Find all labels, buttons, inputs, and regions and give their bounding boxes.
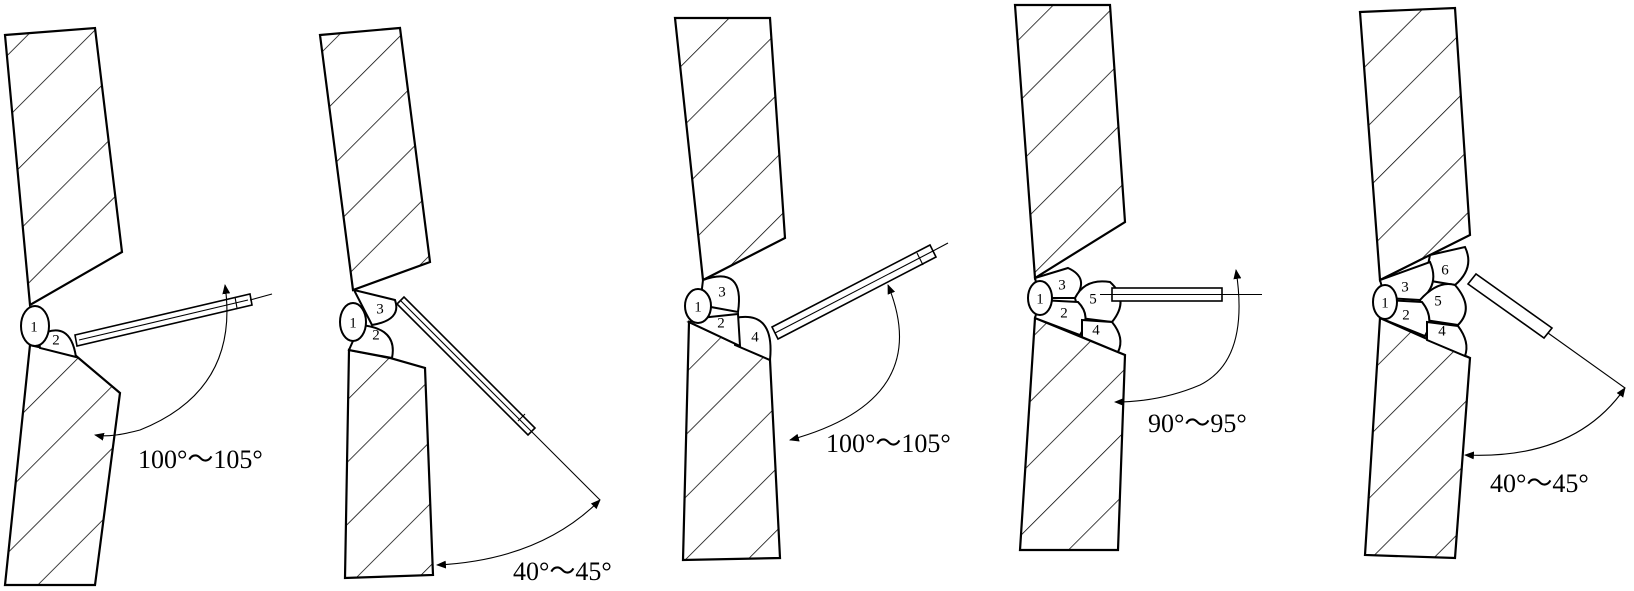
panel-5: 1 2 3 4 5 6 40°～45° [1358,6,1626,560]
electrode-axis [932,242,949,252]
electrode [395,295,601,501]
electrode [1466,272,1626,389]
pass-4-label: 4 [1092,322,1100,338]
pass-4-label: 4 [1438,323,1446,339]
pass-5-label: 5 [1434,293,1442,309]
pass-3-label: 3 [718,284,726,300]
pass-1-label: 1 [694,299,702,315]
panel-2: 1 2 3 40°～45° [318,26,612,586]
lower-plate [1018,316,1127,552]
lower-plate [3,343,122,587]
upper-plate [318,26,432,292]
weld-passes: 1 2 3 4 5 6 [1372,245,1470,358]
angle-arc [436,499,601,569]
pass-2-label: 2 [1060,305,1068,321]
upper-plate [1358,6,1472,282]
electrode-axis [1547,332,1626,389]
electrode [74,293,273,347]
pass-1-bead [1027,280,1053,316]
pass-3-label: 3 [1058,277,1066,293]
angle-label: 100°～105° [826,429,951,458]
pass-3-label: 3 [376,301,384,317]
weld-passes: 1 2 [20,305,78,359]
pass-3-bead [352,288,398,327]
pass-4-label: 4 [751,329,759,345]
angle-arc [1464,387,1626,460]
pass-1-label: 1 [1036,291,1044,307]
pass-2-label: 2 [717,315,725,331]
panel-4: 1 2 3 4 5 90°～95° [1013,3,1262,552]
electrode-rod [1466,272,1554,340]
weld-passes: 1 2 3 [339,288,398,360]
pass-3-label: 3 [1401,279,1409,295]
pass-1-label: 1 [349,315,357,331]
pass-4-bead [1426,320,1468,358]
panel-1: 1 2 100°～105° [3,26,273,587]
pass-1-label: 1 [30,319,38,335]
pass-5-bead [1418,283,1467,327]
angle-label: 40°～45° [1490,469,1589,498]
upper-plate [3,26,124,307]
pass-5-label: 5 [1089,291,1097,307]
pass-1-bead [20,305,50,347]
pass-1-bead [339,302,367,342]
pass-2-label: 2 [1402,307,1410,323]
angle-arc [94,284,231,441]
panel-3: 1 2 3 4 100°～105° [673,16,951,562]
lower-plate [1363,316,1472,560]
upper-plate [1013,3,1127,280]
weld-passes: 1 2 3 4 [684,275,772,362]
electrode-axis [530,430,601,501]
pass-2-label: 2 [52,332,60,348]
lower-plate [343,348,435,580]
pass-1-label: 1 [1381,295,1389,311]
pass-1-bead [1372,284,1398,320]
angle-label: 100°～105° [138,445,263,474]
electrode [770,242,949,341]
pass-1-bead [684,288,712,324]
weld-passes: 1 2 3 4 5 [1027,266,1122,354]
upper-plate [673,16,787,282]
pass-4-bead [734,315,772,362]
pass-6-label: 6 [1441,262,1449,278]
electrode [1100,287,1262,302]
angle-arc [1114,269,1242,406]
angle-label: 40°～45° [513,557,612,586]
electrode-axis [249,293,273,301]
angle-label: 90°～95° [1148,409,1247,438]
pass-2-label: 2 [372,327,380,343]
angle-arc [789,284,901,442]
